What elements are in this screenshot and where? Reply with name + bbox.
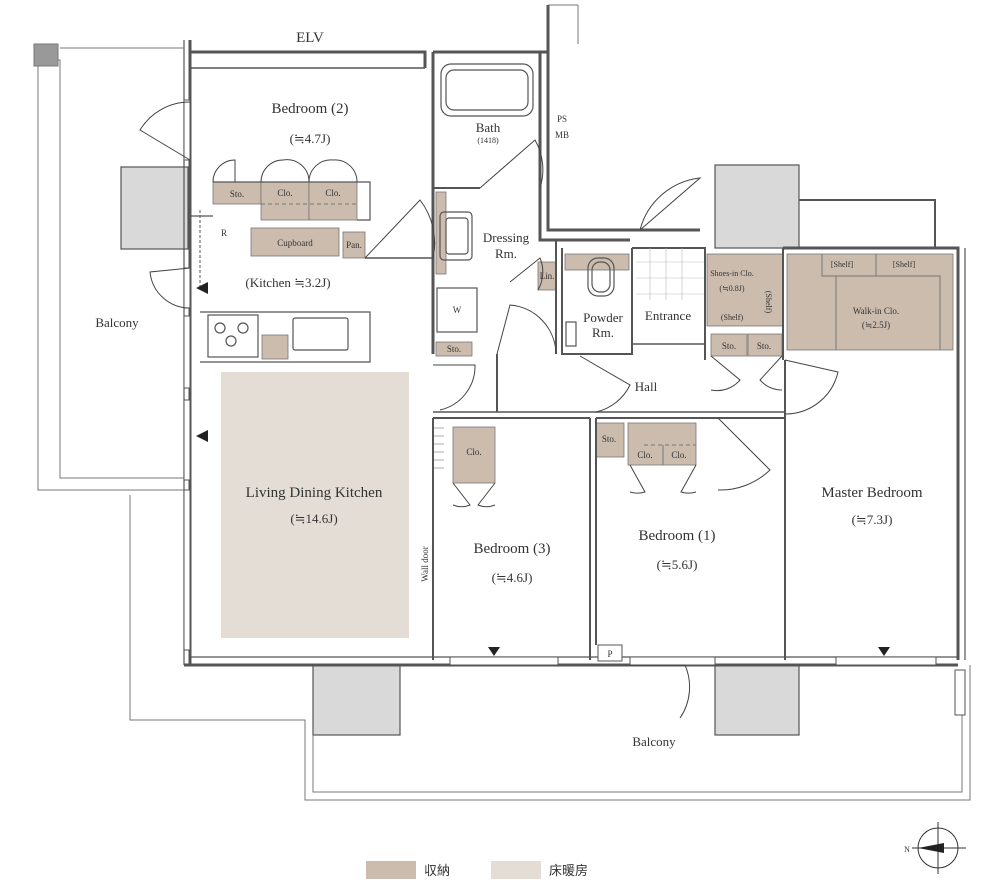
bath-label: Bath xyxy=(476,120,501,135)
clo-label-4: Clo. xyxy=(637,450,652,460)
legend: 収納 床暖房 xyxy=(366,861,588,879)
toilet xyxy=(587,257,615,297)
dressing-rm-label: Rm. xyxy=(495,246,517,261)
balcony-bottom-label: Balcony xyxy=(632,734,676,749)
walkin-shelf-1: [Shelf] xyxy=(831,260,854,269)
bedroom1-area: (≒5.6J) xyxy=(657,557,698,572)
bath-size: (1418) xyxy=(477,136,499,145)
legend-floor-heating-label: 床暖房 xyxy=(549,863,588,879)
elv-label: ELV xyxy=(296,30,324,46)
shoes-shelf-label: (Shelf) xyxy=(721,313,744,322)
walkin-shelf-2: [Shelf] xyxy=(893,260,916,269)
sto-label-4: Sto. xyxy=(757,341,771,351)
p-label: P xyxy=(607,649,612,659)
legend-floor-heating-swatch xyxy=(491,861,541,879)
bathtub xyxy=(440,63,534,117)
fixtures xyxy=(207,63,615,358)
pan-label: Pan. xyxy=(346,240,362,250)
entrance-tiles xyxy=(636,248,704,300)
master-area: (≒7.3J) xyxy=(852,512,893,527)
washbasin xyxy=(439,211,473,261)
hall-label: Hall xyxy=(635,379,658,394)
clo-label-1: Clo. xyxy=(277,188,292,198)
dressing-label: Dressing xyxy=(483,230,530,245)
cupboard-label: Cupboard xyxy=(277,238,313,248)
balcony-left-label: Balcony xyxy=(95,315,139,330)
ps-label: PS xyxy=(557,114,567,124)
p-box xyxy=(597,644,623,662)
legend-storage-swatch xyxy=(366,861,416,879)
walkin-area: (≒2.5J) xyxy=(862,320,890,330)
ldk-label: Living Dining Kitchen xyxy=(246,485,383,501)
ldk-area: (≒14.6J) xyxy=(290,511,337,526)
powder-label: Powder xyxy=(583,310,623,325)
bedroom2-label: Bedroom (2) xyxy=(271,101,348,117)
sto-label-1: Sto. xyxy=(230,189,244,199)
mb-label: MB xyxy=(555,130,569,140)
shoes-in-label: Shoes-in Clo. xyxy=(710,269,754,278)
powder-rm-label: Rm. xyxy=(592,325,614,340)
sto-label-5: Sto. xyxy=(602,434,616,444)
shoes-in-area: (≒0.8J) xyxy=(719,284,744,293)
w-label: W xyxy=(453,305,462,315)
kitchen-label: (Kitchen ≒3.2J) xyxy=(245,275,330,290)
doors xyxy=(139,101,839,719)
balcony-outlines xyxy=(33,4,971,801)
washing-machine xyxy=(436,287,478,333)
shoes-shelf-side-label: (Shelf) xyxy=(764,291,773,314)
wall-door xyxy=(434,427,444,469)
r-label: R xyxy=(221,228,227,238)
floor-heating-area xyxy=(221,372,409,638)
clo-label-3: Clo. xyxy=(466,447,481,457)
labels: ELV PS MB Bedroom (2) (≒4.7J) Bath (1418… xyxy=(95,30,923,749)
master-label: Master Bedroom xyxy=(821,485,923,501)
arrows xyxy=(196,282,890,656)
sink xyxy=(292,317,349,351)
stove xyxy=(207,314,259,358)
sto-label-2: Sto. xyxy=(447,344,461,354)
north-label: N xyxy=(904,845,910,854)
columns xyxy=(120,164,800,736)
wall-door-label: Wall door xyxy=(420,546,430,582)
lin-label: Lin. xyxy=(540,271,555,281)
clo-label-5: Clo. xyxy=(671,450,686,460)
entrance-label: Entrance xyxy=(645,308,691,323)
bedroom3-area: (≒4.6J) xyxy=(492,570,533,585)
bedroom3-label: Bedroom (3) xyxy=(473,541,550,557)
legend-storage-label: 収納 xyxy=(424,864,450,879)
bedroom1-label: Bedroom (1) xyxy=(638,528,715,544)
storage-areas xyxy=(212,181,954,484)
walkin-partitions xyxy=(261,203,941,465)
windows xyxy=(183,99,966,716)
north-compass: N xyxy=(904,822,966,874)
clo-label-2: Clo. xyxy=(325,188,340,198)
walkin-label: Walk-in Clo. xyxy=(853,306,899,316)
sto-label-3: Sto. xyxy=(722,341,736,351)
bedroom2-area: (≒4.7J) xyxy=(290,131,331,146)
